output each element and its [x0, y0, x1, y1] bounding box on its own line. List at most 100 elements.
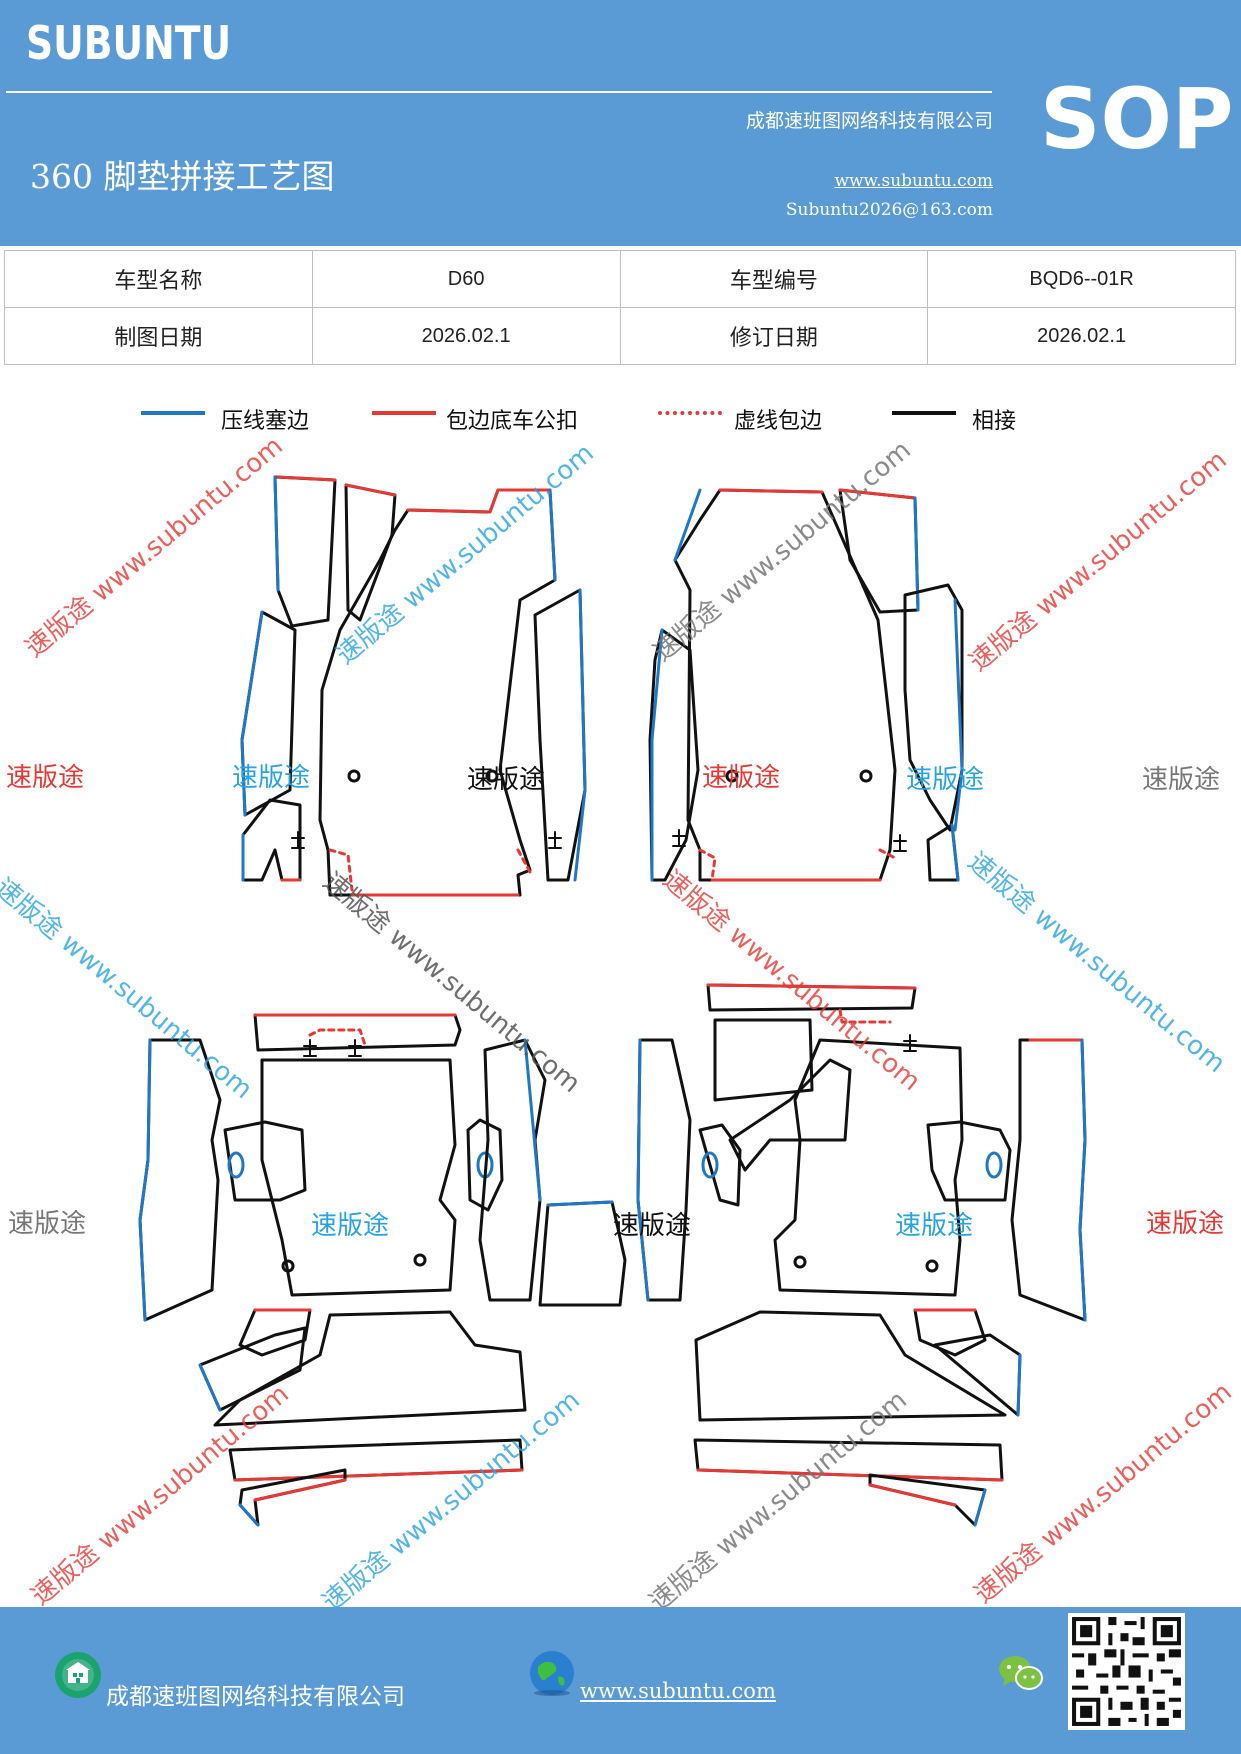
- legend-swatch: [141, 411, 205, 415]
- panel-edge-blue: [1078, 1038, 1087, 1322]
- header-divider: [6, 91, 992, 93]
- panel-edge-red: [253, 1478, 347, 1502]
- sop-badge: SOP: [1040, 70, 1234, 168]
- qr-code[interactable]: [1068, 1613, 1185, 1730]
- panel-edge-blue: [650, 628, 664, 882]
- legend-label: 压线塞边: [221, 409, 310, 434]
- brand-logo: SUBUNTU: [26, 16, 232, 70]
- email-address: Subuntu2026@163.com: [785, 200, 993, 220]
- panel-outline: [933, 1333, 1022, 1417]
- revise-date-value: 2026.02.1: [927, 307, 1236, 365]
- panel-edge-blue: [240, 610, 264, 817]
- panel-edge-red: [696, 1468, 1004, 1482]
- panel-outline: [253, 1013, 462, 1052]
- panel-edge-red: [868, 1483, 957, 1507]
- legend-label: 虚线包边: [734, 409, 823, 434]
- watermark-label: 速版途: [702, 763, 781, 793]
- panel-edge-blue: [548, 488, 557, 582]
- panel-edge-blue: [138, 1038, 152, 1322]
- website-link[interactable]: www.subuntu.com: [834, 171, 993, 191]
- panel-edge-blue: [523, 1038, 542, 1202]
- building-icon: [55, 1652, 101, 1698]
- panel-edge-dotted: [328, 848, 532, 892]
- watermark-label: 速版途: [895, 1211, 974, 1241]
- panel-outline: [903, 583, 964, 832]
- panel-edge-red: [344, 483, 397, 497]
- revise-date-label: 修订日期: [619, 307, 929, 365]
- footer-company: 成都速班图网络科技有限公司: [106, 1684, 405, 1710]
- footer-website-link[interactable]: www.subuntu.com: [580, 1679, 776, 1703]
- company-name: 成都速班图网络科技有限公司: [745, 110, 993, 132]
- panel-outline: [478, 1038, 547, 1302]
- panel-edge-blue: [636, 1038, 650, 1302]
- legend-swatch: [658, 411, 722, 415]
- panel-edge-red: [233, 1468, 524, 1482]
- panel-edge-blue: [973, 1488, 987, 1527]
- watermark-label: 速版途: [8, 1209, 87, 1239]
- panel-edge-red: [276, 475, 337, 482]
- watermark-label: 速版途: [613, 1211, 692, 1241]
- panel-edge-blue: [950, 823, 960, 882]
- watermark-label: 速版途: [906, 765, 985, 795]
- panel-outline: [713, 1018, 814, 1102]
- watermark-label: 速版途: [232, 763, 311, 793]
- panel-outline: [213, 1310, 527, 1427]
- panel-edge-blue: [953, 598, 964, 832]
- globe-icon: [530, 1651, 574, 1696]
- clip-mark: [348, 1039, 362, 1057]
- page-title: 360 脚垫拼接工艺图: [30, 157, 335, 196]
- footer-banner: 成都速班图网络科技有限公司 www.subuntu.com: [0, 1607, 1241, 1754]
- clip-mark: [672, 829, 686, 847]
- panel-outline: [728, 1058, 852, 1172]
- panel-outline: [138, 1038, 222, 1322]
- table-row: 车型名称 D60 车型编号 BQD6--01R: [4, 250, 1236, 308]
- rear-left-mat-group: [138, 1013, 627, 1527]
- clip-mark: [893, 834, 907, 852]
- panel-outline: [694, 1310, 1007, 1422]
- panel-edge-red: [406, 488, 552, 514]
- model-code-label: 车型编号: [619, 250, 929, 308]
- watermark-label: 速版途: [467, 765, 546, 795]
- panel-outline: [273, 475, 337, 628]
- panel-edge-blue: [546, 1200, 614, 1207]
- draw-date-label: 制图日期: [4, 307, 313, 365]
- clip-mark: [903, 1034, 917, 1052]
- panel-edge-red: [706, 983, 917, 990]
- panel-edge-red: [838, 488, 917, 500]
- panel-outline: [1010, 1038, 1087, 1322]
- panel-outline: [533, 588, 587, 882]
- watermark-label: 速版途: [1146, 1209, 1225, 1239]
- panel-edge-blue: [198, 1363, 222, 1412]
- info-table: 车型名称 D60 车型编号 BQD6--01R 制图日期 2026.02.1 修…: [4, 250, 1236, 365]
- draw-date-value: 2026.02.1: [311, 307, 621, 365]
- model-name-label: 车型名称: [4, 250, 313, 308]
- legend-swatch: [372, 411, 436, 415]
- model-name-value: D60: [311, 250, 621, 308]
- legend-swatch: [892, 411, 956, 415]
- panel-edge-blue: [1016, 1353, 1022, 1417]
- model-code-value: BQD6--01R: [927, 250, 1236, 308]
- clip-mark: [291, 831, 305, 849]
- panel-outline: [648, 628, 700, 882]
- wechat-icon[interactable]: [997, 1653, 1043, 1693]
- panel-outline: [466, 1118, 504, 1212]
- header-banner: SUBUNTU 成都速班图网络科技有限公司 360 脚垫拼接工艺图 www.su…: [0, 0, 1241, 246]
- panel-edge-blue: [673, 488, 702, 562]
- panel-outline: [698, 1123, 742, 1207]
- panel-edge-blue: [238, 1503, 260, 1527]
- panel-outline: [223, 1120, 307, 1202]
- panel-outline: [926, 1120, 1012, 1202]
- watermark-label: 速版途: [1142, 765, 1221, 795]
- clip-mark: [548, 831, 562, 849]
- panel-outline: [238, 1308, 312, 1357]
- clip-mark: [303, 1039, 317, 1057]
- table-row: 制图日期 2026.02.1 修订日期 2026.02.1: [4, 307, 1236, 365]
- watermark-label: 速版途: [6, 763, 85, 793]
- panel-edge-dotted: [838, 1008, 892, 1024]
- panel-outline: [868, 1473, 987, 1527]
- mat-diagram: [138, 475, 1087, 1527]
- panel-edge-blue: [573, 588, 587, 882]
- panel-edge-dotted: [698, 848, 897, 882]
- legend: 压线塞边 包边底车公扣 虚线包边 相接: [0, 400, 1241, 440]
- legend-label: 包边底车公扣: [446, 409, 579, 434]
